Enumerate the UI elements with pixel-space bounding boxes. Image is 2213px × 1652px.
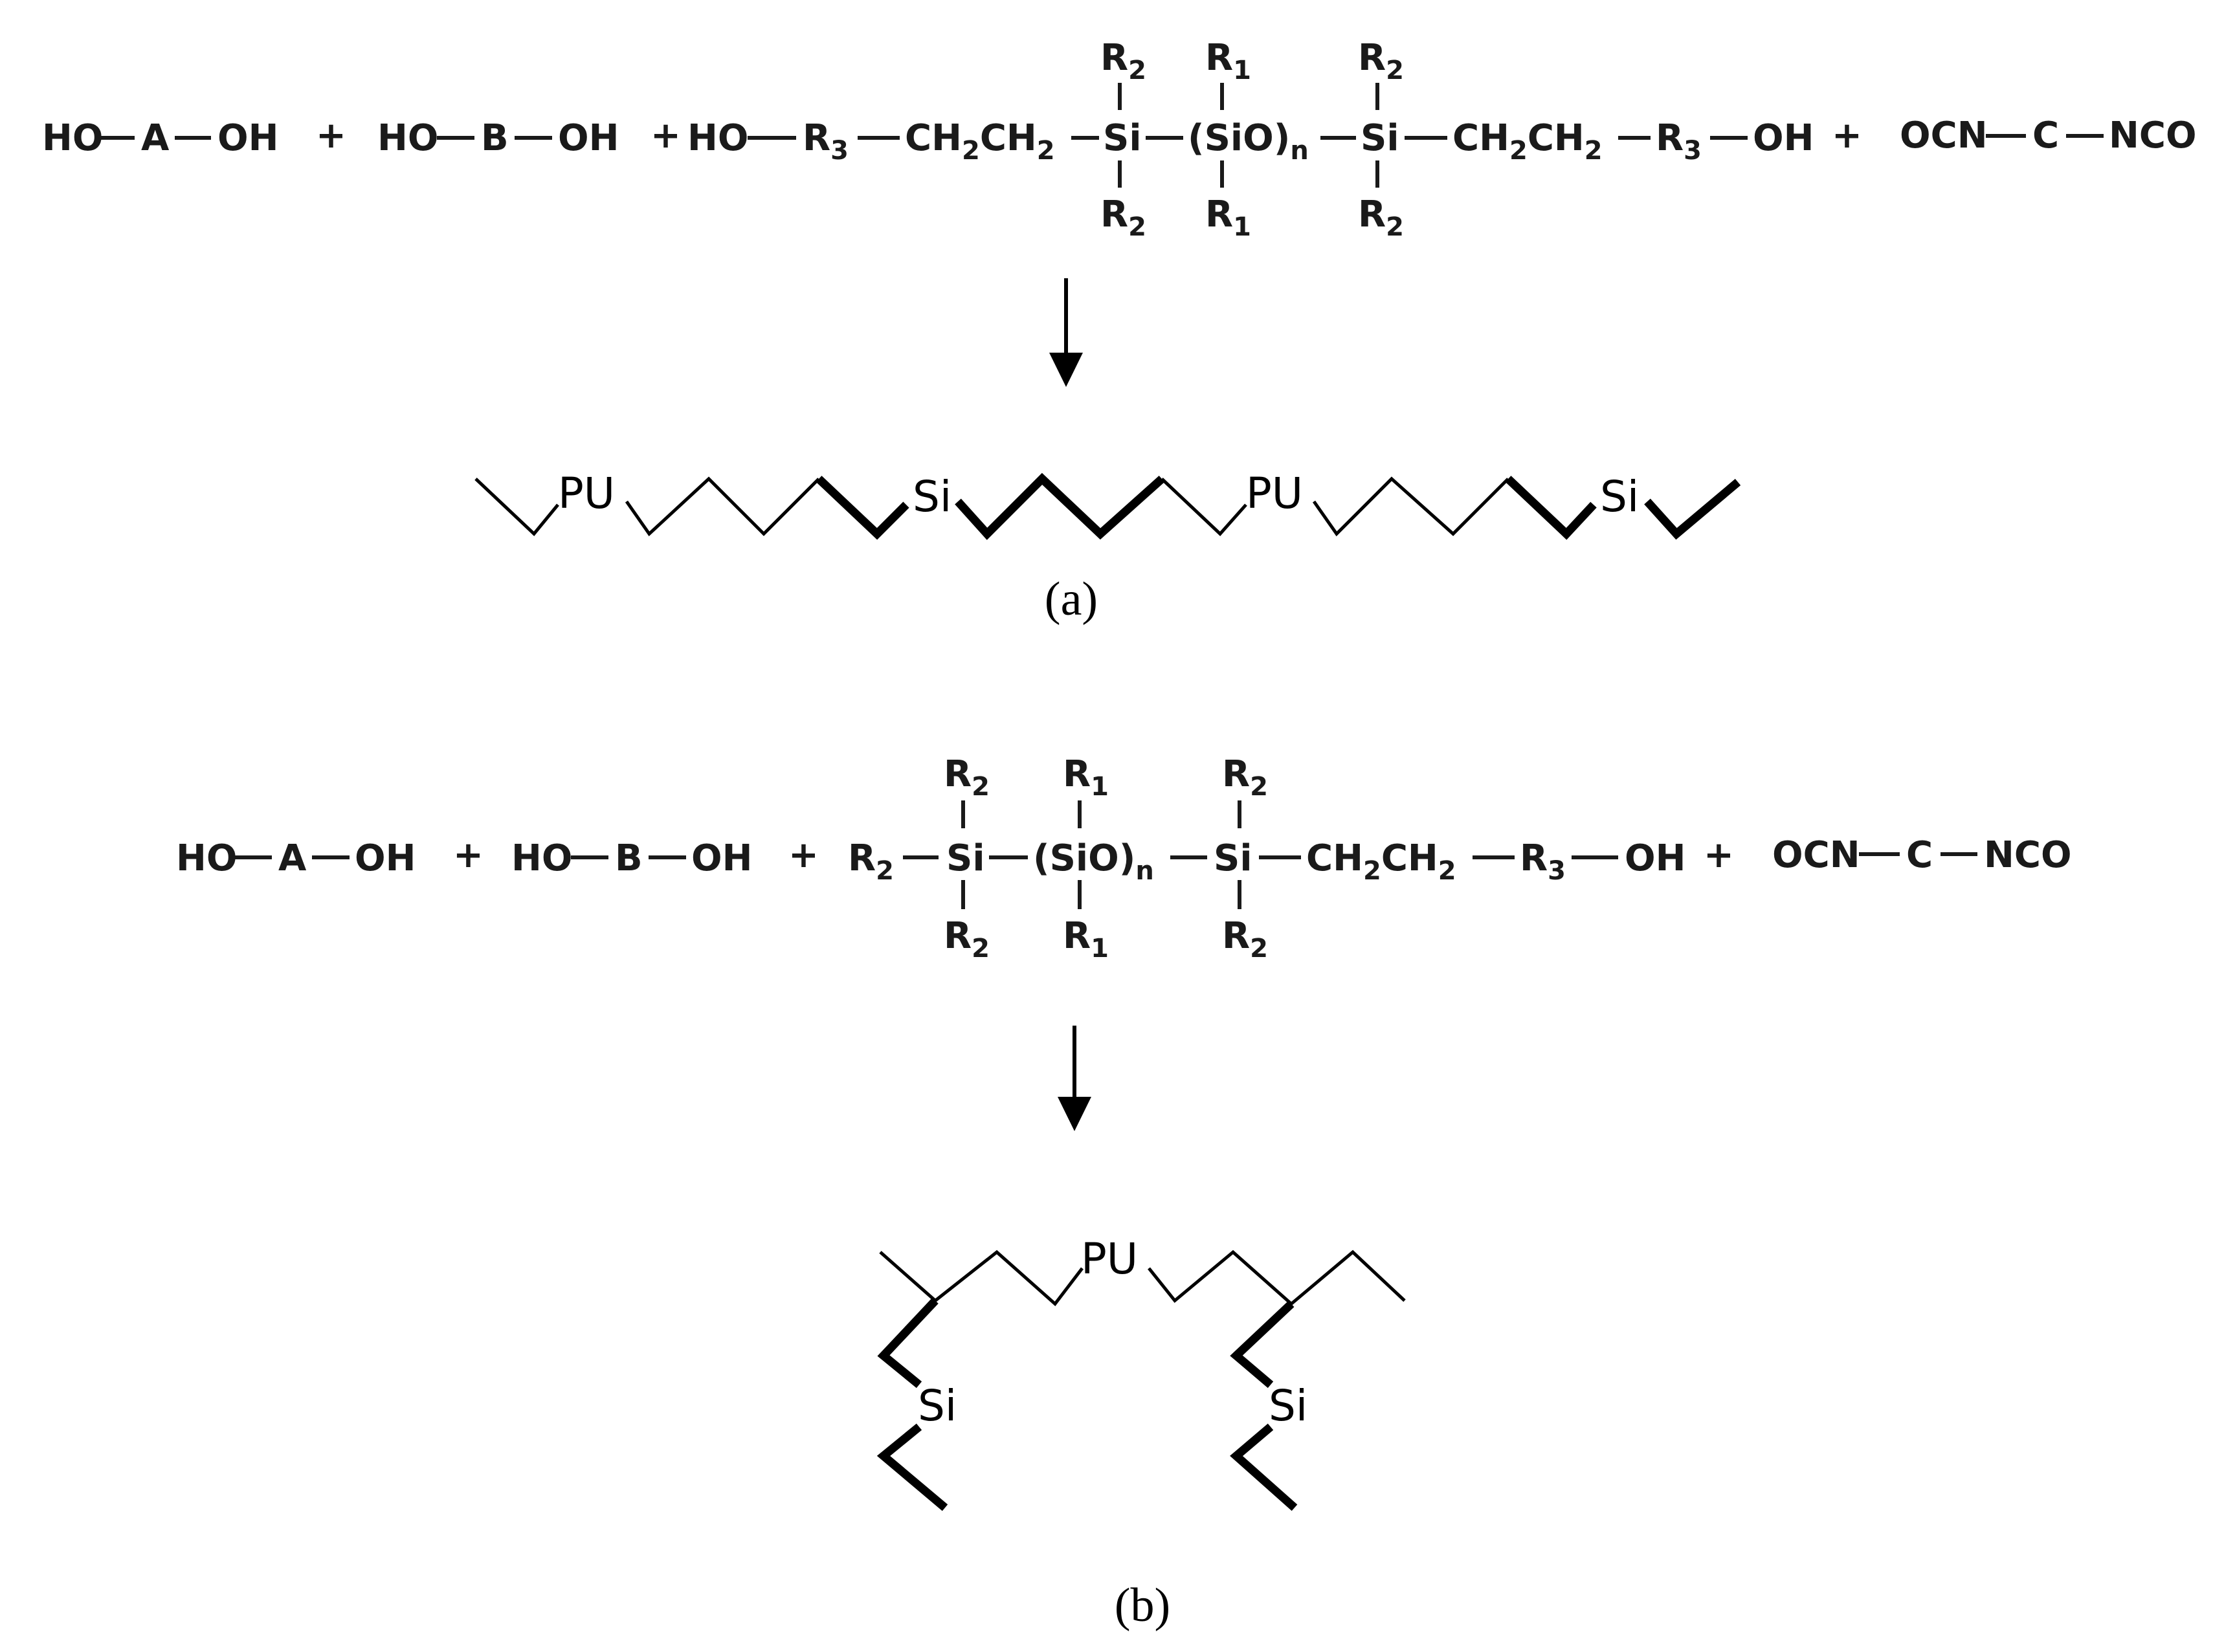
a-siloxane-r3-left: R3: [803, 117, 849, 166]
b-si-left-r2-bottom: R2: [944, 915, 990, 964]
a-si-right: Si: [1361, 117, 1399, 159]
a-siloxane-ch2ch2-right: CH2CH2: [1452, 117, 1603, 166]
a-plus-1: +: [316, 115, 346, 157]
b-siloxane-r3: R3: [1520, 837, 1566, 886]
b-plus-3: +: [1704, 834, 1734, 876]
b-sio-unit: (SiO)n: [1033, 837, 1154, 886]
a-diisocyanate-ocn: OCN: [1900, 115, 1988, 157]
reaction-b-arrowhead: [1058, 1097, 1091, 1131]
a-si-right-r2-bottom: R2: [1358, 193, 1404, 242]
b-si-left: Si: [946, 837, 985, 879]
a-diisocyanate-core: C: [2032, 115, 2059, 157]
a-diisocyanate-nco: NCO: [2109, 115, 2197, 157]
b-diol-b-ho: HO: [511, 837, 572, 879]
b-si-right: Si: [1214, 837, 1252, 879]
a-si-left: Si: [1103, 117, 1142, 159]
reaction-a-caption: (a): [1045, 573, 1098, 626]
a-sio-r1-top: R1: [1205, 37, 1251, 85]
reaction-b-caption: (b): [1115, 1579, 1170, 1632]
a-product-pu-1: PU: [558, 468, 615, 518]
a-sio-unit: (SiO)n: [1188, 117, 1309, 166]
a-plus-2: +: [651, 115, 681, 157]
b-product-pu: PU: [1081, 1234, 1138, 1284]
b-diol-b-core: B: [615, 837, 643, 879]
b-sio-r1-bottom: R1: [1063, 915, 1109, 964]
reaction-b-product: PU Si Si: [876, 1234, 1406, 1511]
a-diol-b-oh: OH: [558, 117, 619, 159]
a-si-left-r2-top: R2: [1100, 37, 1146, 85]
reaction-a-product: PU Si PU Si: [474, 468, 1741, 540]
a-sio-r1-bottom: R1: [1205, 193, 1251, 242]
b-diol-a-core: A: [278, 837, 307, 879]
a-si-right-r2-top: R2: [1358, 37, 1404, 85]
reaction-a-arrow: [1049, 278, 1083, 387]
b-si-left-r2-top: R2: [944, 753, 990, 802]
b-diisocyanate-core: C: [1906, 834, 1933, 876]
a-siloxane-ho: HO: [687, 117, 748, 159]
a-diol-b-core: B: [481, 117, 509, 159]
a-siloxane-r3-right: R3: [1656, 117, 1702, 166]
reaction-a-reactants: HO A OH + HO B OH + HO R3 CH2CH2 R2 Si R…: [42, 37, 2197, 242]
b-siloxane-ch2ch2: CH2CH2: [1306, 837, 1456, 886]
a-diol-b-ho: HO: [377, 117, 438, 159]
b-sio-r1-top: R1: [1063, 753, 1109, 802]
b-siloxane-oh: OH: [1625, 837, 1685, 879]
reaction-b-arrow: [1058, 1026, 1091, 1131]
b-diol-a-ho: HO: [176, 837, 237, 879]
a-diol-a-core: A: [141, 117, 170, 159]
a-plus-3: +: [1832, 115, 1862, 157]
b-siloxane-r2-end: R2: [848, 837, 894, 886]
b-diisocyanate-ocn: OCN: [1772, 834, 1860, 876]
a-siloxane-oh: OH: [1753, 117, 1814, 159]
b-si-right-r2-bottom: R2: [1222, 915, 1268, 964]
b-si-right-r2-top: R2: [1222, 753, 1268, 802]
a-product-si-2: Si: [1600, 472, 1639, 522]
b-diisocyanate-nco: NCO: [1984, 834, 2072, 876]
a-diol-a-ho: HO: [42, 117, 103, 159]
b-diol-a-oh: OH: [355, 837, 416, 879]
a-diol-a-oh: OH: [217, 117, 278, 159]
a-product-pu-2: PU: [1246, 468, 1303, 518]
reaction-a-arrowhead: [1049, 353, 1083, 387]
b-diol-b-oh: OH: [691, 837, 752, 879]
b-product-si-left: Si: [918, 1381, 957, 1431]
a-siloxane-ch2ch2-left: CH2CH2: [905, 117, 1055, 166]
a-si-left-r2-bottom: R2: [1100, 193, 1146, 242]
b-plus-2: +: [788, 834, 819, 876]
b-plus-1: +: [453, 834, 484, 876]
a-product-si-1: Si: [913, 472, 951, 522]
reaction-b-reactants: HO A OH + HO B OH + R2 R2 Si R2 R1 (SiO)…: [176, 753, 2072, 964]
b-product-si-right: Si: [1269, 1381, 1307, 1431]
